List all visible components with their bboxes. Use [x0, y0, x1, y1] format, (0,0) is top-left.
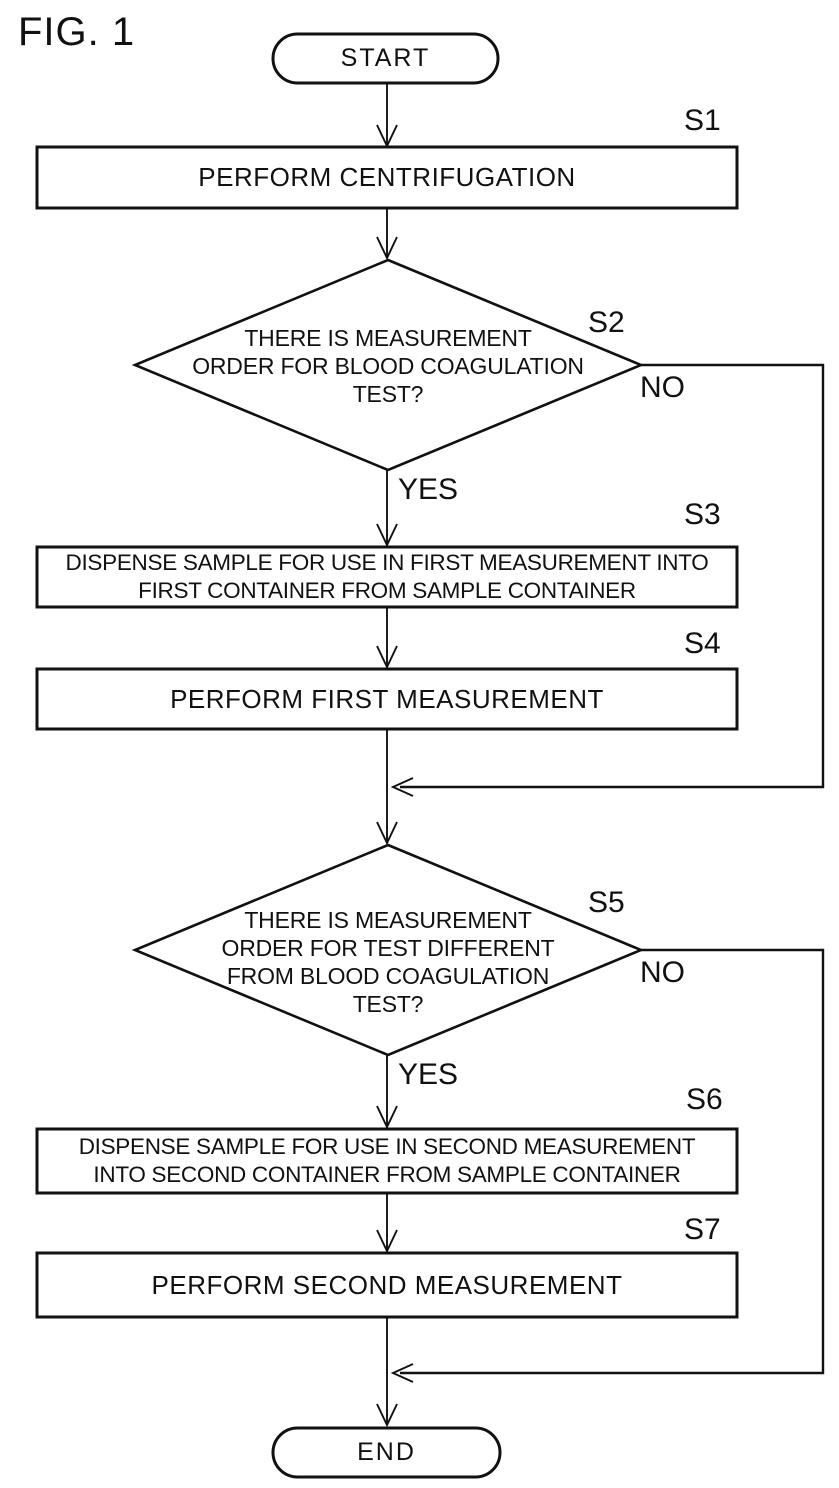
s3-process-text: DISPENSE SAMPLE FOR USE IN FIRST MEASURE…	[37, 547, 737, 607]
s5-decision-line: THERE IS MEASUREMENT	[244, 907, 532, 933]
arrowhead-s6-s7	[376, 1229, 398, 1254]
figure-label: FIG. 1	[18, 10, 136, 54]
s2-decision-diamond	[131, 258, 645, 472]
step-id-s5: S5	[588, 886, 625, 919]
s5-yes-label: YES	[398, 1058, 459, 1091]
s5-decision-text: THERE IS MEASUREMENT ORDER FOR TEST DIFF…	[140, 906, 636, 1018]
step-id-s4: S4	[684, 627, 721, 660]
s4-process-box	[35, 667, 739, 731]
s2-decision-line: ORDER FOR BLOOD COAGULATION	[192, 353, 584, 379]
s5-no-label: NO	[640, 956, 685, 989]
arrowhead-s2-no-merge	[390, 777, 414, 797]
arrowhead-s2-s3	[376, 523, 398, 548]
edge-s2-no	[400, 363, 825, 789]
s2-yes-label: YES	[398, 473, 459, 506]
step-id-s1: S1	[684, 104, 721, 137]
s7-process-text: PERFORM SECOND MEASUREMENT	[151, 1269, 623, 1300]
s7-process-box	[35, 1251, 739, 1319]
arrowhead-s7-end	[376, 1403, 398, 1428]
s1-process-text: PERFORM CENTRIFUGATION	[198, 162, 576, 192]
step-id-s6: S6	[686, 1083, 723, 1116]
arrowhead-s3-s4	[376, 645, 398, 670]
s2-no-label: NO	[640, 371, 685, 404]
s2-decision-line: TEST?	[352, 381, 424, 407]
s1-process-box	[35, 145, 739, 210]
arrowhead-s5-s6	[376, 1105, 398, 1130]
s5-decision-line: FROM BLOOD COAGULATION	[226, 963, 550, 989]
start-terminator-label: START	[340, 44, 431, 72]
step-id-s3: S3	[684, 498, 721, 531]
arrowhead-s1-s2	[376, 236, 398, 261]
end-terminator-shape	[271, 1426, 502, 1479]
s6-process-text: DISPENSE SAMPLE FOR USE IN SECOND MEASUR…	[37, 1129, 737, 1193]
s3-process-line: FIRST CONTAINER FROM SAMPLE CONTAINER	[138, 578, 636, 603]
s3-process-line: DISPENSE SAMPLE FOR USE IN FIRST MEASURE…	[65, 550, 709, 575]
edge-s5-no	[400, 948, 825, 1375]
s3-process-box	[35, 545, 739, 609]
s6-process-line: INTO SECOND CONTAINER FROM SAMPLE CONTAI…	[93, 1162, 681, 1187]
end-terminator-label: END	[357, 1438, 416, 1466]
start-terminator-shape	[271, 32, 500, 85]
s5-decision-line: ORDER FOR TEST DIFFERENT	[221, 935, 555, 961]
step-id-s2: S2	[588, 306, 625, 339]
arrowhead-s4-s5	[376, 821, 398, 846]
s5-decision-diamond	[131, 843, 645, 1057]
s2-decision-line: THERE IS MEASUREMENT	[244, 325, 532, 351]
arrowhead-s5-no-merge	[390, 1363, 414, 1383]
s4-process-text: PERFORM FIRST MEASUREMENT	[170, 683, 604, 714]
step-id-s7: S7	[684, 1213, 721, 1246]
s6-process-line: DISPENSE SAMPLE FOR USE IN SECOND MEASUR…	[78, 1134, 696, 1159]
s5-decision-line: TEST?	[352, 991, 424, 1017]
s6-process-box	[35, 1127, 739, 1195]
s2-decision-text: THERE IS MEASUREMENT ORDER FOR BLOOD COA…	[140, 324, 636, 408]
